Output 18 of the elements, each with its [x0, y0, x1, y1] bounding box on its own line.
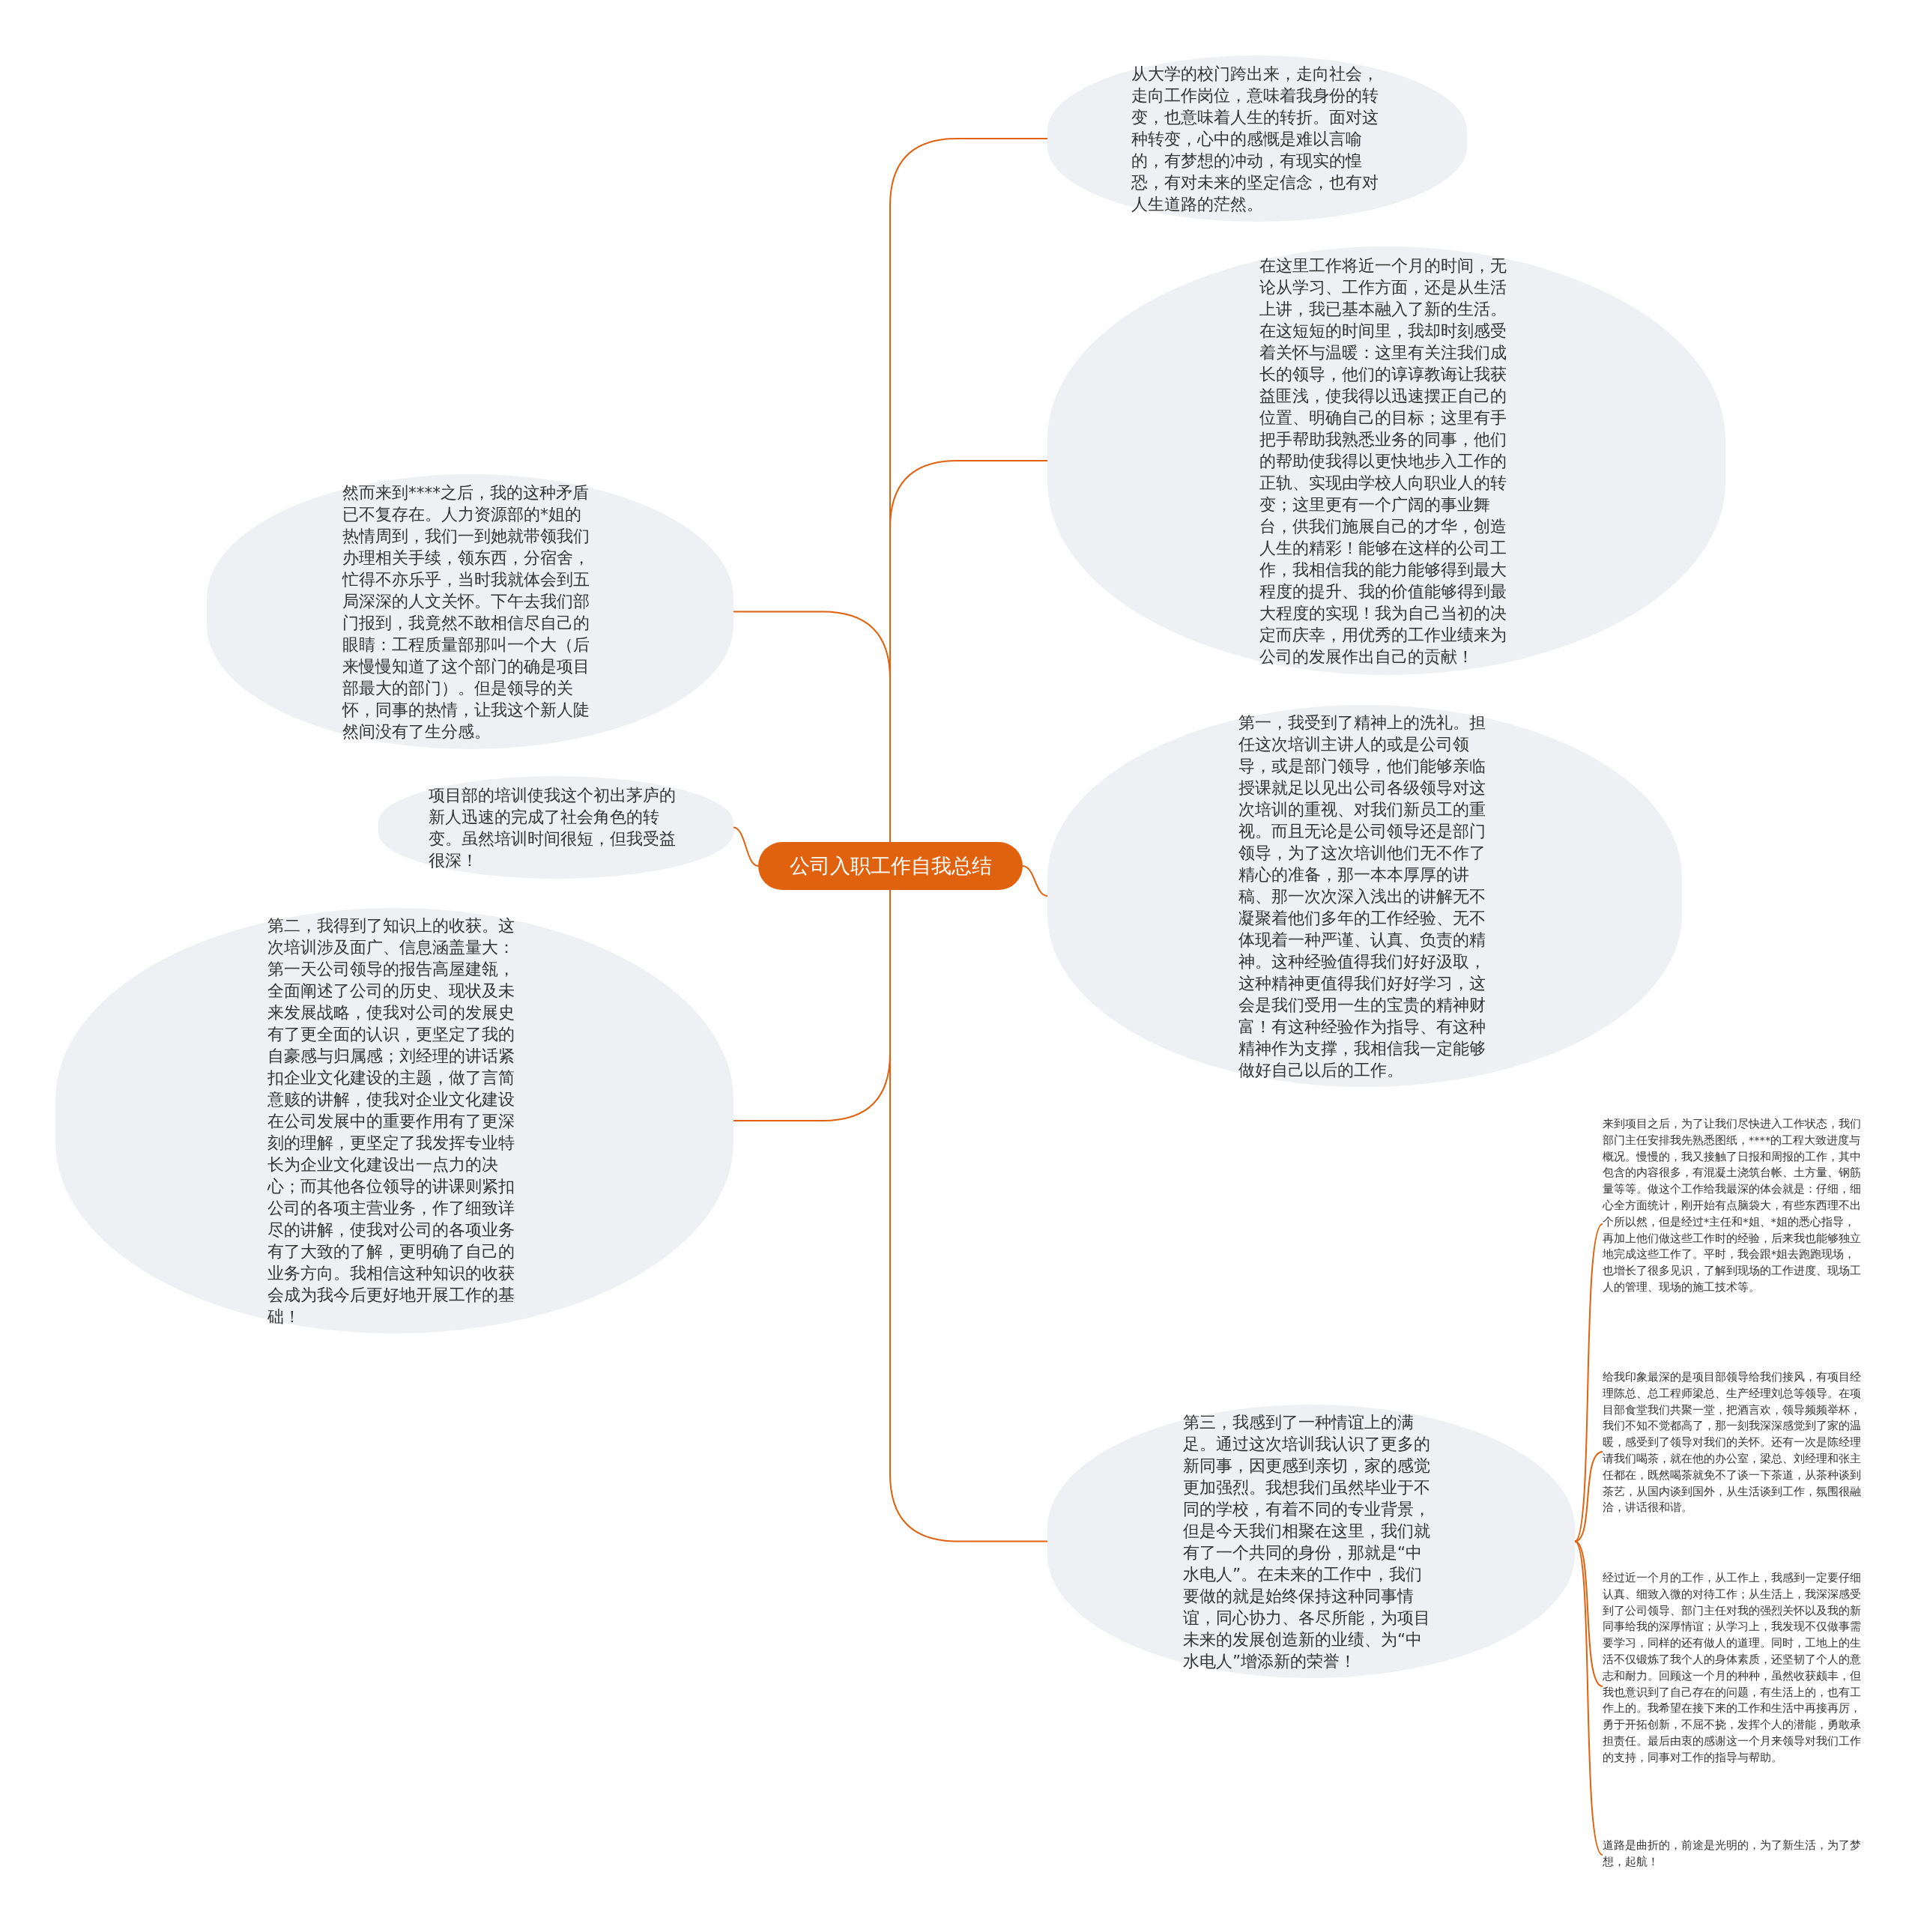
connector-line	[1574, 1451, 1603, 1542]
bubble-text: 第三，我感到了一种情谊上的满足。通过这次培训我认识了更多的新同事，因更感到亲切，家的感觉更加强烈。我想我们虽然毕业于不同的学校，有着不同的专业背景，但是今天我们相聚在这里，我们就有了一个共同的身份，那就是“中水电人”。在未来的工作中，我们要做的就是始终保持这种同事情谊，同心协力、各尽所能，为项目未来的发展创造新的业绩、为“中水电人”增添新的荣誉！	[1183, 1411, 1431, 1672]
connector-line	[1574, 1540, 1603, 1856]
note-text: 来到项目之后，为了让我们尽快进入工作状态，我们部门主任安排我先熟悉图纸，****的工程大致进度与概况。慢慢的，我又接触了日报和周报的工作，其中包含的内容很多，有混凝土浇筑台帐、土方量、钢筋量等等。做这个工作给我最深的体会就是：仔细，细心全方面统计，刚开始有点脑袋大，有些东西理不出个所以然，但是经过*主任和*姐、*姐的悉心指导，再加上他们做这些工作时的经验，后来我也能够独立地完成这些工作了。平时，我会跟*姐去跑跑现场，也增长了很多见识，了解到现场的工作进度、现场工人的管理、现场的施工技术等。	[1603, 1115, 1862, 1333]
note-text: 经过近一个月的工作，从工作上，我感到一定要仔细认真、细致入微的对待工作；从生活上，我深深感受到了公司领导、部门主任对我的强烈关怀以及我的新同事给我的深厚情谊；从学习上，我发现不仅做事需要学习，同样的还有做人的道理。同时，工地上的生活不仅锻炼了我个人的身体素质，还坚韧了个人的意志和耐力。回顾这一个月的种种，虽然收获颇丰，但我也意识到了自己存在的问题，有生活上的，也有工作上的。我希望在接下来的工作和生活中再接再厉，勇于开拓创新，不屈不挠，发挥个人的潜能，勇敢承担责任。最后由衷的感谢这一个月来领导对我们工作的支持，同事对工作的指导与帮助。	[1603, 1569, 1862, 1803]
bubble-text: 项目部的培训使我这个初出茅庐的新人迅速的完成了社会角色的转变。虽然培训时间很短，但我受益很深！	[429, 784, 677, 871]
connector-line	[1022, 865, 1048, 897]
connector-line	[1574, 1223, 1603, 1542]
connector-line	[733, 826, 759, 867]
bubble-text: 在这里工作将近一个月的时间，无论从学习、工作方面，还是从生活上讲，我已基本融入了新的生活。在这短短的时间里，我却时刻感受着关怀与温暖：这里有关注我们成长的领导，他们的谆谆教诲让我获益匪浅，使我得以迅速摆正自己的位置、明确自己的目标；这里有手把手帮助我熟悉业务的同事，他们的帮助使我得以更快地步入工作的正轨、实现由学校人向职业人的转变；这里更有一个广阔的事业舞台，供我们施展自己的才华，创造人生的精彩！能够在这样的公司工作，我相信我的能力能够得到最大程度的提升、我的价值能够得到最大程度的实现！我为自己当初的决定而庆幸，用优秀的工作业绩来为公司的发展作出自己的贡献！	[1259, 255, 1507, 667]
bubble-text: 然而来到****之后，我的这种矛盾已不复存在。人力资源部的*姐的热情周到，我们一到她就带领我们办理相关手续，领东西，分宿舍，忙得不亦乐乎，当时我就体会到五局深深的人文关怀。下午去我们部门报到，我竟然不敢相信尽自己的眼睛：工程质量部那叫一个大（后来慢慢知道了这个部门的确是项目部最大的部门）。但是领导的关怀，同事的热情，让我这个新人陡然间没有了生分感。	[342, 482, 590, 742]
bubble-text: 从大学的校门跨出来，走向社会，走向工作岗位，意味着我身份的转变，也意味着人生的转折。面对这种转变，心中的感慨是难以言喻的，有梦想的冲动，有现实的惶恐，有对未来的坚定信念，也有对人生道路的茫然。	[1131, 63, 1379, 215]
root-topic-pill: 公司入职工作自我总结	[758, 842, 1023, 890]
bubble-text: 第二，我得到了知识上的收获。这次培训涉及面广、信息涵盖量大：第一天公司领导的报告高屋建瓴，全面阐述了公司的历史、现状及未来发展战略，使我对公司的发展史有了更全面的认识，更坚定了我的自豪感与归属感；刘经理的讲话紧扣企业文化建设的主题，做了言简意赅的讲解，使我对企业文化建设在公司发展中的重要作用有了更深刻的理解，更坚定了我发挥专业特长为企业文化建设出一点力的决心；而其他各位领导的讲课则紧扣公司的各项主营业务，作了细致详尽的讲解，使我对公司的各项业务有了大致的了解，更明确了自己的业务方向。我相信这种知识的收获会成为我今后更好地开展工作的基础！	[267, 915, 515, 1327]
note-text: 给我印象最深的是项目部领导给我们接风，有项目经理陈总、总工程师梁总、生产经理刘总等领导。在项目部食堂我们共聚一堂，把酒言欢，领导频频举杯，我们不知不觉都高了，那一刻我深深感觉到了家的温暖，感受到了领导对我们的关怀。还有一次是陈经理请我们喝茶，就在他的办公室，梁总、刘经理和张主任都在，既然喝茶就免不了谈一下茶道，从茶种谈到茶艺，从国内谈到国外，从生活谈到工作，氛围很融洽，讲话很和谐。	[1603, 1369, 1862, 1535]
note-text: 道路是曲折的，前途是光明的，为了新生活，为了梦想，起航！	[1603, 1837, 1862, 1873]
connector-line	[1574, 1540, 1603, 1687]
bubble-text: 第一，我受到了精神上的洗礼。担任这次培训主讲人的或是公司领导，或是部门领导，他们能够亲临授课就足以见出公司各级领导对这次培训的重视、对我们新员工的重视。而且无论是公司领导还是部门领导，为了这次培训他们无不作了精心的准备，那一本本厚厚的讲稿、那一次次深入浅出的讲解无不凝聚着他们多年的工作经验、无不体现着一种严谨、认真、负责的精神。这种经验值得我们好好汲取，这种精神更值得我们好好学习，这会是我们受用一生的宝贵的精神财富！有这种经验作为指导、有这种精神作为支撑，我相信我一定能够做好自己以后的工作。	[1238, 712, 1486, 1081]
